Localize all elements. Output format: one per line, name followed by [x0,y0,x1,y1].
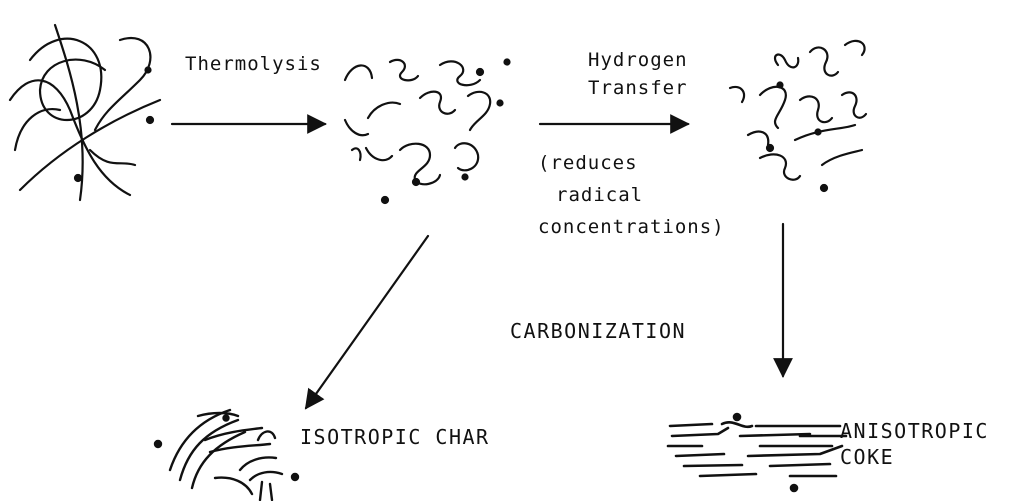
isotropic-char-icon [153,408,300,501]
coke-label: COKE [840,445,895,469]
note-line-1: (reduces [538,152,638,174]
note-line-3: concentrations) [538,216,725,238]
anisotropic-coke-icon [666,412,848,493]
carbonization-label: CARBONIZATION [510,319,687,343]
isotropic-arrow [304,234,430,410]
transfer-label: Transfer [588,77,688,99]
note-line-2: radical [556,184,644,206]
anisotropic-label: ANISOTROPIC [840,419,989,443]
radical-fragments-icon [343,58,511,205]
thermolysis-label: Thermolysis [185,53,322,75]
isotropic-char-label: ISOTROPIC CHAR [300,425,490,449]
entangled-polymer-icon [8,23,162,202]
stabilized-fragments-icon [728,39,868,193]
hydrogen-label: Hydrogen [588,49,688,71]
